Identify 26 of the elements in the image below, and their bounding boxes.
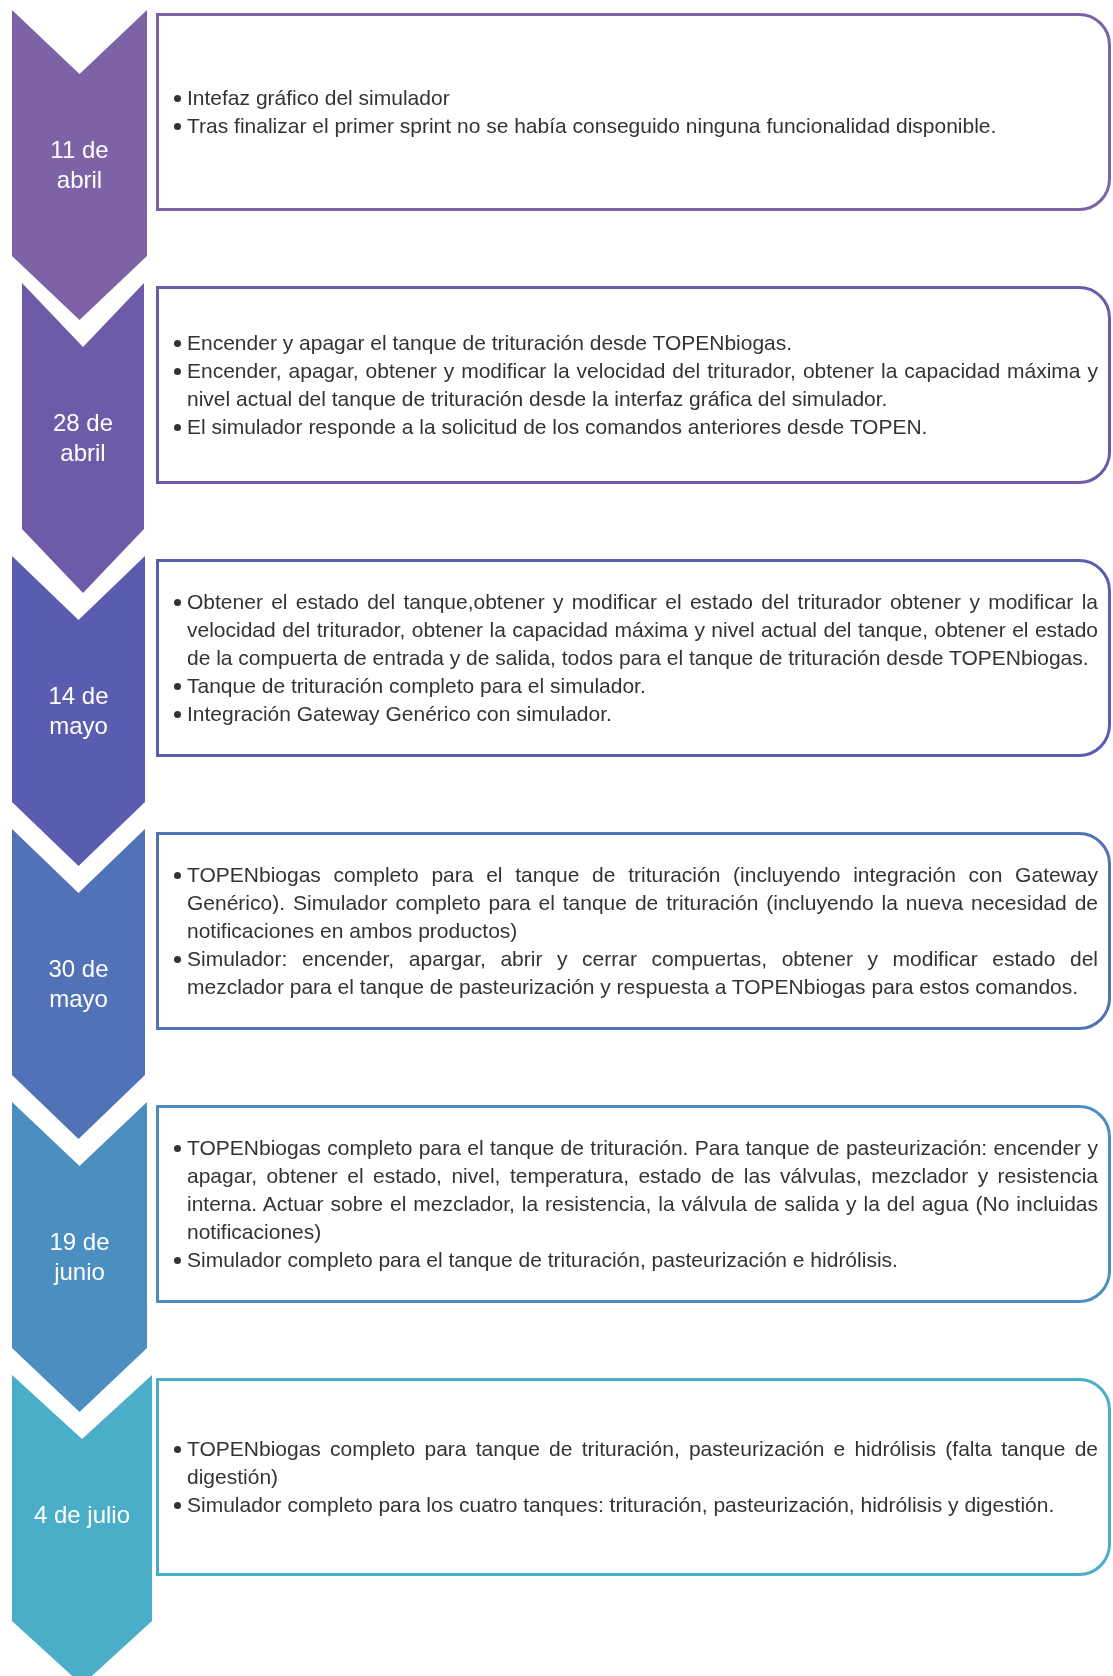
milestone-box	[156, 13, 1111, 211]
bullet-text: Simulador completo para el tanque de trituración, pasteurización e hidrólisis.	[173, 1246, 1098, 1274]
bullet-text: TOPENbiogas completo para el tanque de trituración. Para tanque de pasteurización: encender y apagar, obtener el estado, nivel, temperatura, estado de las válvulas, mezclador y resistencia interna. Actuar sobre el mezclador, la resistencia, la válvula de salida y la del agua (No incluidas notificaciones)	[173, 1134, 1098, 1246]
bullet-text: Integración Gateway Genérico con simulador.	[173, 700, 1098, 728]
bullet-text: Tras finalizar el primer sprint no se había conseguido ninguna funcionalidad disponible.	[173, 112, 1098, 140]
date-label: 28 de abril	[51, 408, 115, 468]
bullet-text: TOPENbiogas completo para tanque de trituración, pasteurización e hidrólisis (falta tanque de digestión)	[173, 1435, 1098, 1491]
date-label: 30 de mayo	[47, 954, 110, 1014]
milestone-box	[156, 832, 1111, 1030]
bullet-text: Obtener el estado del tanque,obtener y modificar el estado del triturador obtener y modificar la velocidad del triturador, obtener la capacidad máxima y nivel actual del tanque, obtener el estado de la compuerta de entrada y de salida, todos para el tanque de trituración desde TOPENbiogas.	[173, 588, 1098, 672]
date-label: 19 de junio	[48, 1227, 111, 1287]
bullet-text: TOPENbiogas completo para el tanque de trituración (incluyendo integración con Gateway Genérico). Simulador completo para el tanque de trituración (incluyendo la nueva necesidad de notificaciones en ambos productos)	[173, 861, 1098, 945]
bullet-text: Simulador: encender, apargar, abrir y cerrar compuertas, obtener y modificar estado del mezclador para el tanque de pasteurización y respuesta a TOPENbiogas para estos comandos.	[173, 945, 1098, 1001]
date-label: 14 de mayo	[47, 681, 110, 741]
bullet-text: Intefaz gráfico del simulador	[173, 84, 1098, 112]
bullet-text: Tanque de trituración completo para el simulador.	[173, 672, 1098, 700]
milestone-box	[156, 1378, 1111, 1576]
bullet-text: Encender, apagar, obtener y modificar la velocidad del triturador, obtener la capacidad máxima y nivel actual del tanque de trituración desde la interfaz gráfica del simulador.	[173, 357, 1098, 413]
date-label: 4 de julio	[32, 1500, 132, 1530]
bullet-text: Encender y apagar el tanque de trituración desde TOPENbiogas.	[173, 329, 1098, 357]
milestone-box	[156, 559, 1111, 757]
bullet-text: El simulador responde a la solicitud de los comandos anteriores desde TOPEN.	[173, 413, 1098, 441]
bullet-text: Simulador completo para los cuatro tanques: trituración, pasteurización, hidrólisis y digestión.	[173, 1491, 1098, 1519]
milestone-box	[156, 286, 1111, 484]
milestone-box	[156, 1105, 1111, 1303]
date-label: 11 de abril	[49, 135, 110, 195]
